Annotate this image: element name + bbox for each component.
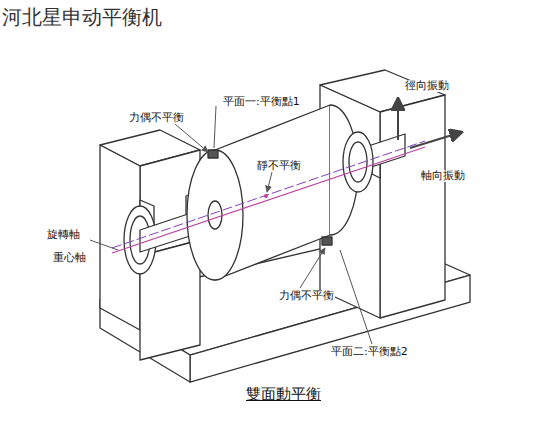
part-label: 靜不平衡 <box>256 160 302 172</box>
right-pedestal-side <box>380 95 445 318</box>
caption: 雙面動平衡 <box>246 386 321 403</box>
part-label: 平面一:平衡點1 <box>222 96 301 108</box>
part-label: 徑向振動 <box>404 80 450 92</box>
rotation-axis <box>112 147 425 253</box>
shaft-end <box>208 201 222 229</box>
part-label: 力偶不平衡 <box>278 290 335 302</box>
part-label: 重心軸 <box>52 252 87 264</box>
center-dot <box>264 194 268 198</box>
axial-arrow <box>410 132 462 148</box>
rotor-left-face <box>187 150 243 280</box>
part-label: 力偶不平衡 <box>128 112 185 124</box>
part-label: 旋轉軸 <box>46 229 81 241</box>
balance-weight-1 <box>208 150 218 158</box>
part-label: 平面二:平衡點2 <box>330 346 409 358</box>
leader <box>340 250 372 344</box>
radial-arrow <box>397 98 399 140</box>
leader <box>267 172 272 192</box>
page-title: 河北星申动平衡机 <box>2 6 162 28</box>
right-bearing <box>343 132 373 192</box>
balance-weight-2 <box>322 237 332 245</box>
gravity-axis <box>112 141 425 248</box>
leader <box>90 240 118 250</box>
leader <box>300 248 325 288</box>
leader <box>214 106 216 148</box>
leader <box>175 124 208 152</box>
part-label: 軸向振動 <box>420 170 466 182</box>
